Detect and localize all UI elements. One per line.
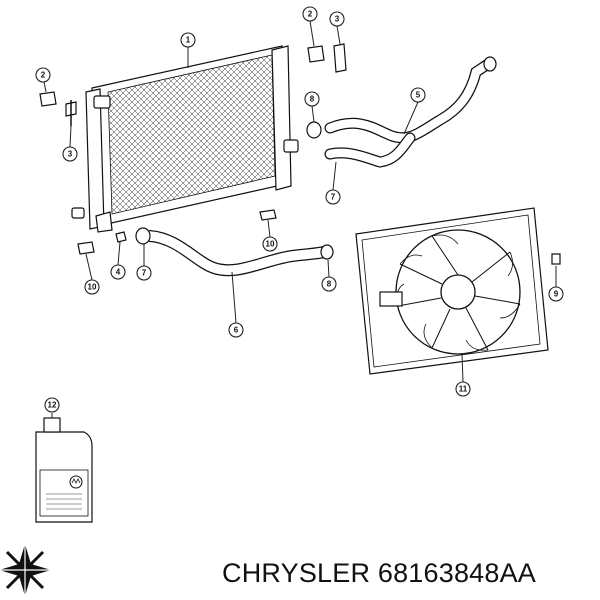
callout-8-bottom: 8 (321, 276, 337, 292)
lower-hose (77, 209, 334, 277)
callout-10-right: 10 (262, 236, 278, 252)
svg-text:8: 8 (310, 95, 315, 104)
svg-text:12: 12 (48, 401, 57, 410)
callout-4: 4 (110, 264, 126, 280)
callout-2-left: 2 (35, 67, 51, 83)
coolant-jug (35, 417, 93, 523)
callout-10-left: 10 (84, 279, 100, 295)
svg-text:3: 3 (335, 15, 340, 24)
callout-3-top: 3 (329, 11, 345, 27)
callout-7-top: 7 (325, 189, 341, 205)
callout-12: 12 (44, 397, 60, 413)
part-caption: CHRYSLER 68163848AA (222, 558, 536, 589)
callout-6: 6 (228, 322, 244, 338)
mount-bracket-left (39, 91, 77, 126)
svg-text:11: 11 (459, 385, 468, 394)
callout-5: 5 (410, 87, 426, 103)
svg-text:2: 2 (41, 71, 46, 80)
svg-text:1: 1 (186, 36, 191, 45)
callout-1: 1 (180, 32, 196, 48)
mount-bracket-top (307, 43, 347, 73)
upper-hose (306, 56, 497, 168)
chrysler-star-logo (0, 544, 51, 596)
svg-text:9: 9 (554, 290, 559, 299)
callout-9: 9 (548, 286, 564, 302)
svg-text:10: 10 (88, 283, 97, 292)
fan-shroud (355, 207, 561, 375)
svg-text:7: 7 (142, 269, 147, 278)
svg-text:3: 3 (68, 150, 73, 159)
svg-text:8: 8 (327, 280, 332, 289)
svg-text:2: 2 (308, 10, 313, 19)
callout-3-left: 3 (62, 146, 78, 162)
svg-text:6: 6 (234, 326, 239, 335)
leader-lines (43, 20, 557, 418)
svg-text:5: 5 (416, 91, 421, 100)
callout-8-top: 8 (304, 91, 320, 107)
svg-text:10: 10 (266, 240, 275, 249)
callout-11: 11 (455, 381, 471, 397)
svg-text:4: 4 (116, 268, 121, 277)
callout-7-bottom: 7 (136, 265, 152, 281)
callout-2-top: 2 (302, 6, 318, 22)
brand-name: CHRYSLER (222, 558, 371, 588)
part-number: 68163848AA (377, 558, 537, 588)
svg-text:7: 7 (331, 193, 336, 202)
radiator (71, 45, 299, 233)
